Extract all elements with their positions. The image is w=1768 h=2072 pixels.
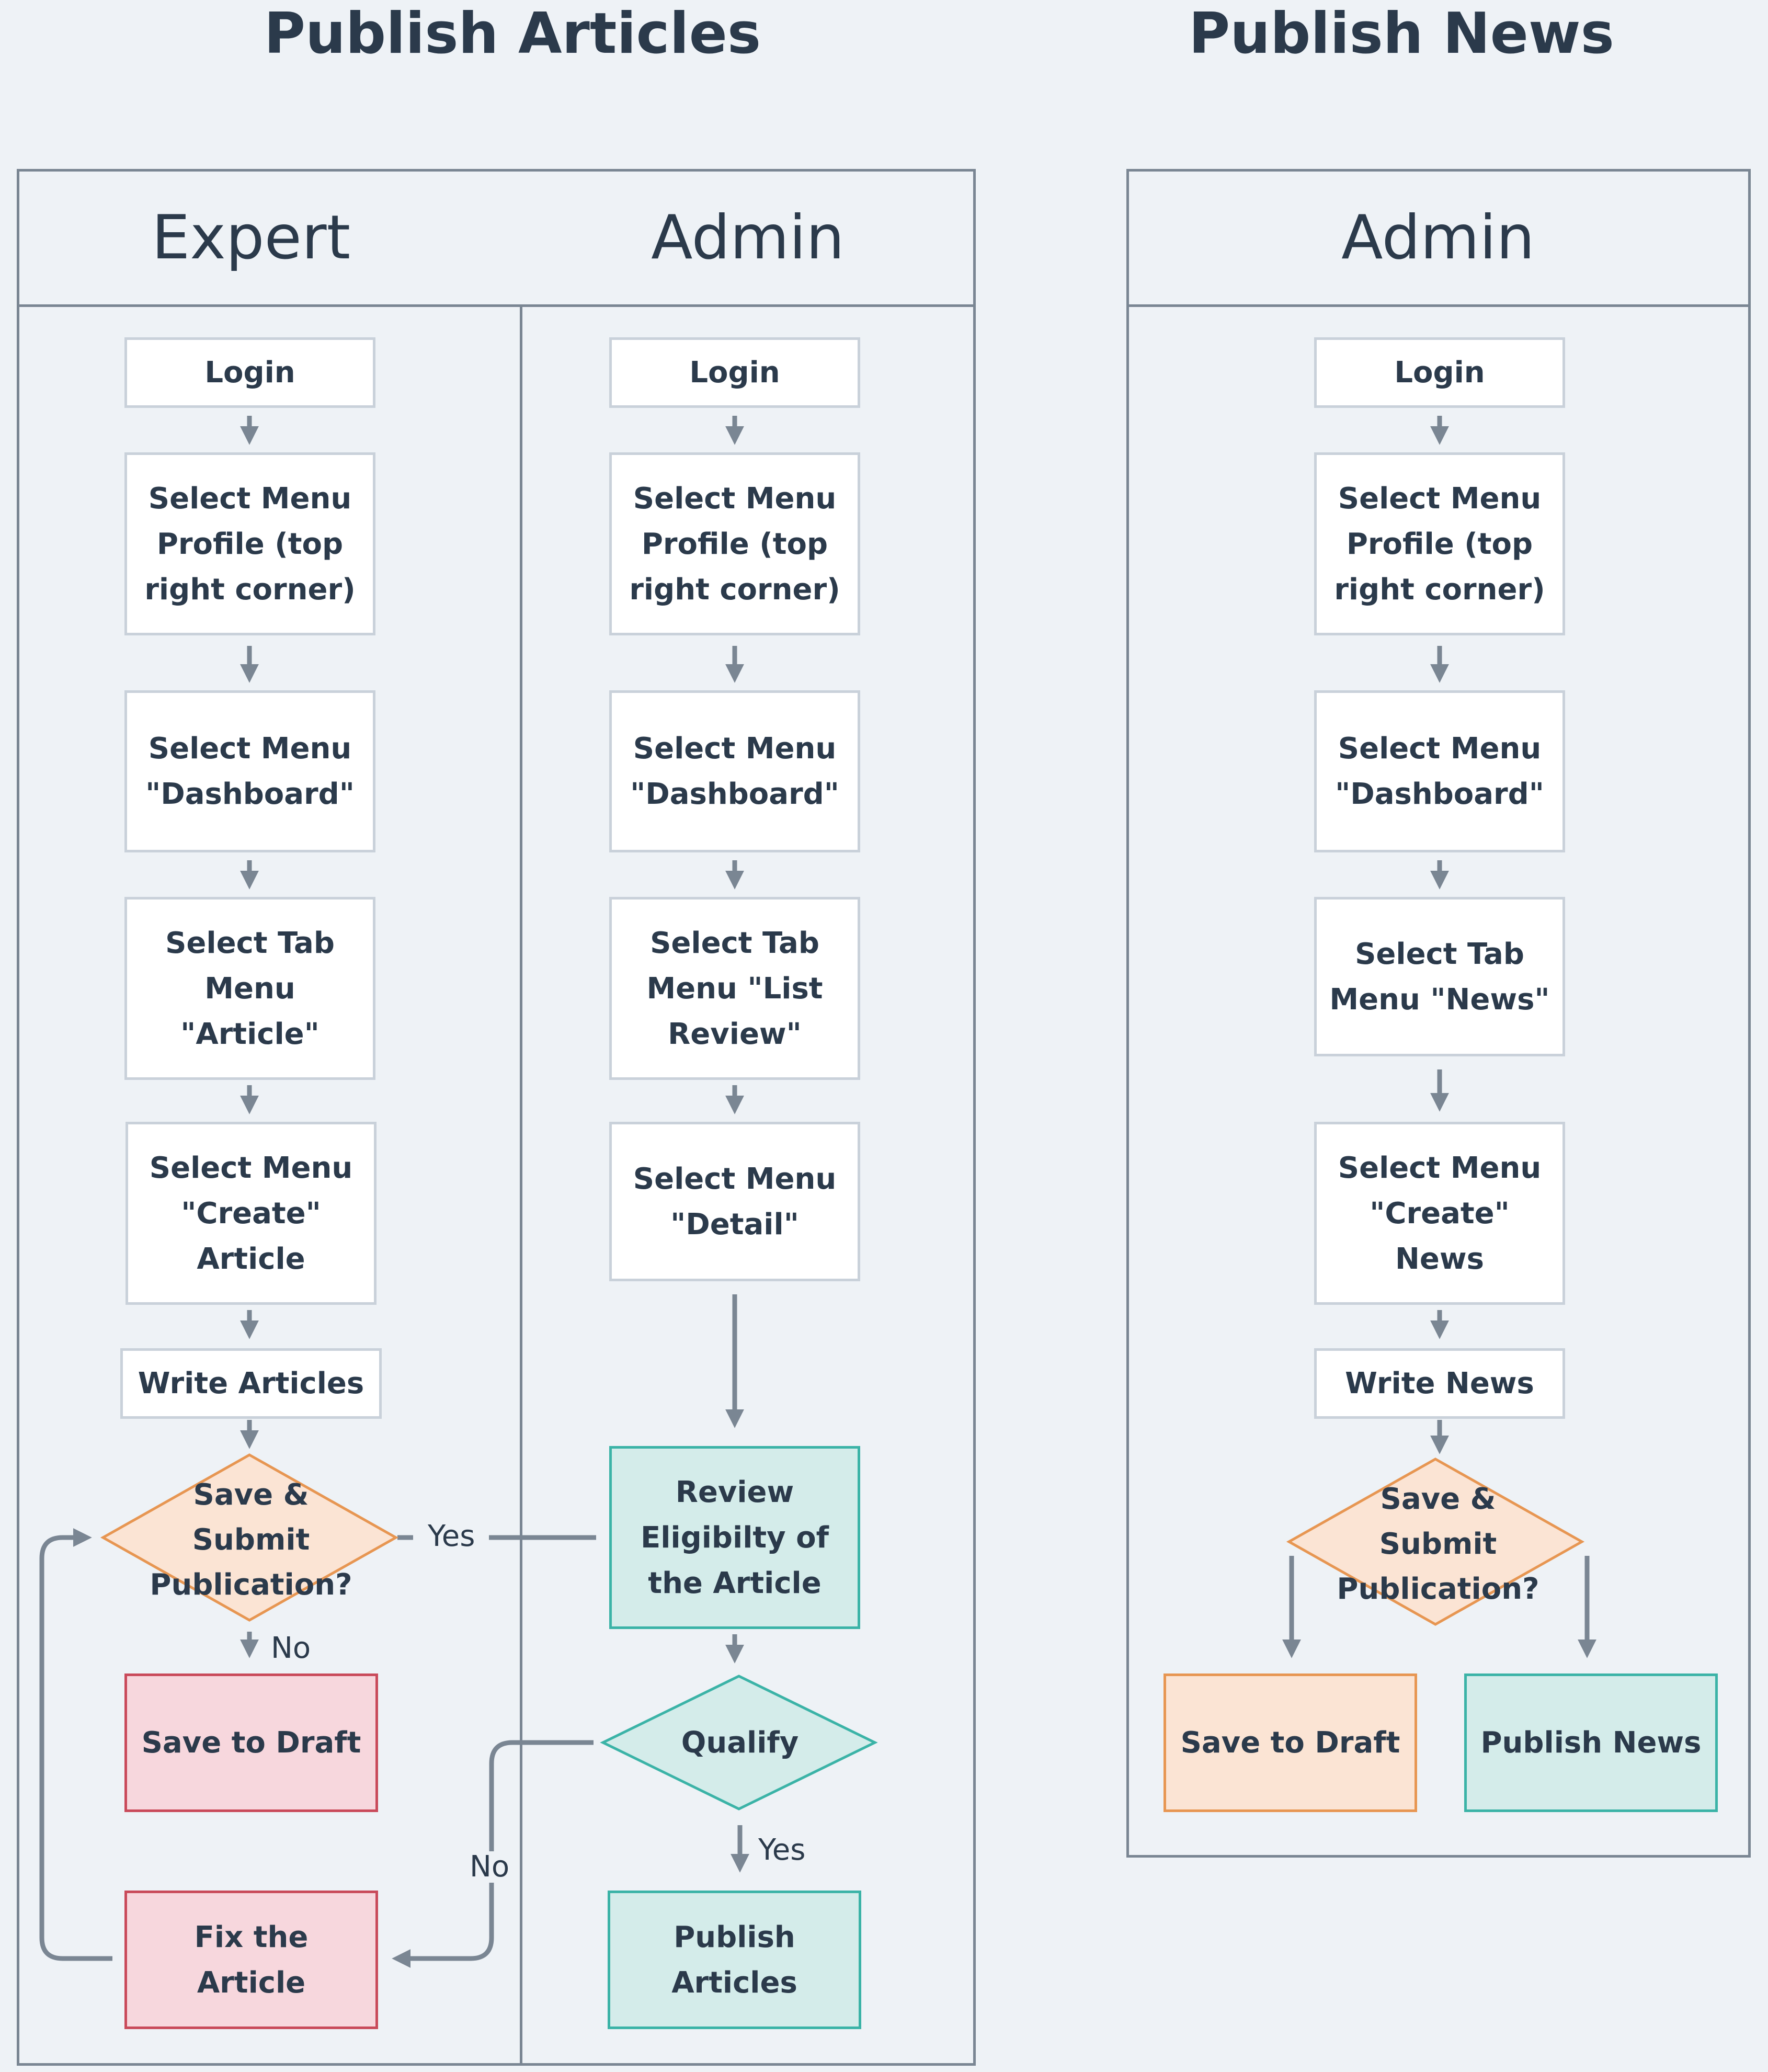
news-publish-news: Publish News xyxy=(1464,1673,1718,1812)
title-publish-articles: Publish Articles xyxy=(264,1,761,66)
expert-select-profile: Select Menu Profile (top right corner) xyxy=(124,452,375,635)
news-select-tab-news: Select Tab Menu "News" xyxy=(1314,897,1565,1056)
news-write-news: Write News xyxy=(1314,1348,1565,1419)
admin-select-profile: Select Menu Profile (top right corner) xyxy=(609,452,860,635)
admin-review-eligibility: Review Eligibilty of the Article xyxy=(609,1446,860,1629)
admin-qualify-label: Qualify xyxy=(681,1726,799,1760)
admin-select-detail: Select Menu "Detail" xyxy=(609,1122,860,1281)
edge-label-yes-submit: Yes xyxy=(428,1519,475,1553)
news-save-to-draft: Save to Draft xyxy=(1164,1673,1417,1812)
expert-select-dashboard: Select Menu "Dashboard" xyxy=(124,690,375,852)
edge-label-no-submit: No xyxy=(271,1631,311,1665)
news-decision-label: Save & Submit Publication? xyxy=(1337,1482,1539,1606)
lane-label-admin-news: Admin xyxy=(1341,202,1535,273)
decision-diamond-qualify xyxy=(600,1675,878,1811)
arrow-fix-to-decision xyxy=(39,1528,112,1961)
admin-publish-articles: Publish Articles xyxy=(608,1891,861,2029)
edge-label-yes-qualify: Yes xyxy=(758,1833,806,1867)
expert-write-articles: Write Articles xyxy=(120,1348,382,1419)
expert-fix-article: Fix the Article xyxy=(124,1891,378,2029)
arrow-qualify-no xyxy=(392,1740,594,1968)
lane-label-expert: Expert xyxy=(151,202,351,273)
expert-select-tab-article: Select Tab Menu "Article" xyxy=(124,897,375,1080)
expert-select-create-article: Select Menu "Create" Article xyxy=(126,1122,377,1305)
decision-diamond-expert xyxy=(100,1453,399,1622)
news-select-dashboard: Select Menu "Dashboard" xyxy=(1314,690,1565,852)
admin-select-dashboard: Select Menu "Dashboard" xyxy=(609,690,860,852)
admin-select-tab-list-review: Select Tab Menu "List Review" xyxy=(609,897,860,1080)
expert-login: Login xyxy=(124,337,375,408)
expert-decision-label: Save & Submit Publication? xyxy=(150,1478,352,1602)
lane-label-admin-articles: Admin xyxy=(651,202,845,273)
admin-login: Login xyxy=(609,337,860,408)
decision-diamond-news xyxy=(1286,1458,1585,1626)
news-login: Login xyxy=(1314,337,1565,408)
title-publish-news: Publish News xyxy=(1189,1,1614,66)
news-select-profile: Select Menu Profile (top right corner) xyxy=(1314,452,1565,635)
edge-label-no-qualify: No xyxy=(470,1850,510,1884)
expert-save-to-draft: Save to Draft xyxy=(124,1673,378,1812)
news-select-create-news: Select Menu "Create" News xyxy=(1314,1122,1565,1305)
